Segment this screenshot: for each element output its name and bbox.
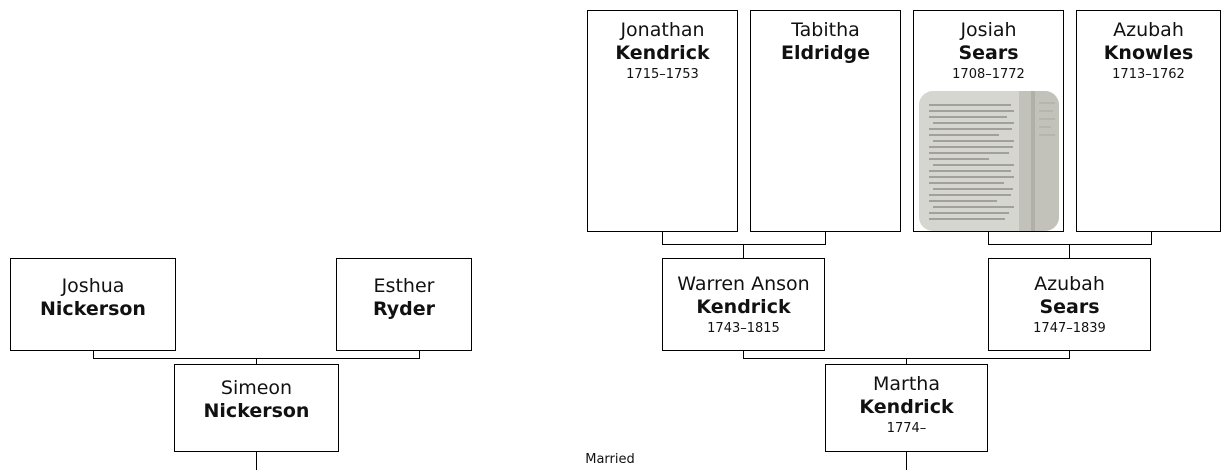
document-photo-thumbnail[interactable] (919, 91, 1059, 231)
connector-line (1069, 351, 1070, 359)
person-card-esther-ryder[interactable]: Esther Ryder (336, 258, 472, 351)
connector-line (256, 452, 257, 470)
surname: Kendrick (696, 296, 791, 318)
connector-line (256, 358, 257, 364)
connector-line (825, 232, 826, 244)
given-name: Azubah (1034, 273, 1105, 295)
surname: Knowles (1103, 42, 1194, 64)
life-dates: 1708–1772 (952, 67, 1025, 82)
connector-line (1069, 244, 1070, 258)
connector-line (906, 452, 907, 470)
connector-line (988, 232, 989, 244)
life-dates: 1747–1839 (1033, 321, 1106, 336)
connector-line (743, 351, 744, 359)
connector-line (93, 351, 94, 359)
person-card-jonathan-kendrick[interactable]: Jonathan Kendrick 1715–1753 (587, 10, 738, 232)
life-dates: 1774– (886, 421, 927, 436)
given-name: Joshua (61, 275, 125, 297)
surname: Nickerson (203, 400, 310, 422)
person-card-azubah-sears[interactable]: Azubah Sears 1747–1839 (988, 258, 1151, 351)
surname: Sears (958, 42, 1019, 64)
given-name: Simeon (220, 377, 293, 399)
given-name: Jonathan (620, 19, 705, 41)
person-card-joshua-nickerson[interactable]: Joshua Nickerson (10, 258, 176, 351)
surname: Nickerson (40, 298, 146, 320)
life-dates: 1715–1753 (626, 67, 699, 82)
given-name: Martha (873, 373, 940, 395)
married-label: Married (585, 452, 635, 467)
surname: Kendrick (615, 42, 710, 64)
connector-line (662, 232, 663, 244)
connector-line (743, 244, 744, 258)
given-name: Esther (373, 275, 435, 297)
document-page-image (919, 91, 1059, 231)
given-name: Josiah (960, 19, 1017, 41)
connector-line (1151, 232, 1152, 244)
given-name: Azubah (1113, 19, 1184, 41)
person-card-warren-kendrick[interactable]: Warren Anson Kendrick 1743–1815 (662, 258, 825, 351)
person-card-tabitha-eldridge[interactable]: Tabitha Eldridge (750, 10, 901, 232)
life-dates: 1743–1815 (707, 321, 780, 336)
given-name: Warren Anson (677, 273, 810, 295)
surname: Ryder (372, 298, 436, 320)
person-card-martha-kendrick[interactable]: Martha Kendrick 1774– (825, 364, 988, 452)
connector-line (662, 244, 826, 245)
connector-line (419, 351, 420, 359)
person-card-simeon-nickerson[interactable]: Simeon Nickerson (174, 364, 339, 452)
given-name: Tabitha (791, 19, 860, 41)
surname: Sears (1039, 296, 1100, 318)
surname: Kendrick (859, 396, 954, 418)
surname: Eldridge (780, 42, 871, 64)
person-card-josiah-sears[interactable]: Josiah Sears 1708–1772 (913, 10, 1064, 232)
life-dates: 1713–1762 (1112, 67, 1185, 82)
connector-line (988, 244, 1152, 245)
person-card-azubah-knowles[interactable]: Azubah Knowles 1713–1762 (1076, 10, 1221, 232)
connector-line (906, 358, 907, 364)
